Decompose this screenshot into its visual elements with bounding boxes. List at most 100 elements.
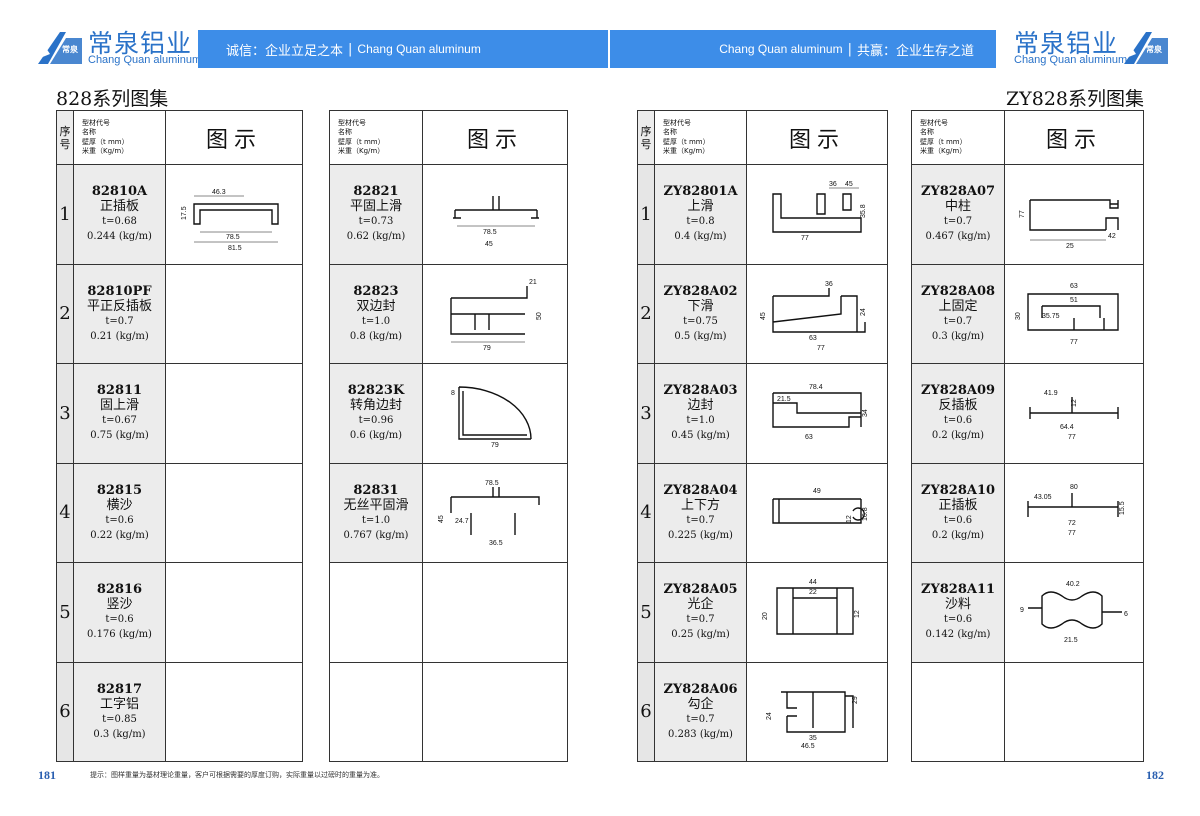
svg-text:78.5: 78.5 <box>485 480 499 487</box>
slogan-banner-left: 诚信：企业立足之本 | Chang Quan aluminum <box>198 30 608 68</box>
profile-name: 光企 <box>687 597 714 613</box>
profile-info: 82810A 正插板 t=0.68 0.244 (kg/m) <box>73 164 166 265</box>
svg-text:12: 12 <box>854 610 861 618</box>
footnote: 提示：图样重量为基材理论重量，客户可根据需要的厚度订购，实际重量以过磅时的重量为… <box>90 771 384 779</box>
column-header-figure: 图示 <box>746 110 888 165</box>
row-number: 5 <box>56 562 74 663</box>
profile-weight: 0.62 (kg/m) <box>346 231 406 243</box>
profile-code: ZY828A06 <box>663 681 738 697</box>
profile-name: 无丝平固滑 <box>343 497 409 513</box>
profile-code: 82810A <box>91 184 148 200</box>
page-number-right: 182 <box>1146 768 1164 782</box>
profile-code: 82831 <box>353 482 399 498</box>
profile-figure <box>165 661 303 762</box>
profile-thickness: t=0.73 <box>358 216 394 228</box>
profile-code: ZY828A07 <box>920 184 996 200</box>
profile-weight: 0.22 (kg/m) <box>90 529 149 541</box>
profile-thickness: t=0.7 <box>686 713 715 725</box>
profile-weight: 0.4 (kg/m) <box>674 231 727 243</box>
row-number: 6 <box>637 661 655 762</box>
column-header-info: 型材代号名称壁厚（t mm）米重（Kg/m） <box>654 110 747 165</box>
slogan-right-en: Chang Quan aluminum <box>719 42 843 56</box>
profile-weight: 0.5 (kg/m) <box>674 330 727 342</box>
svg-text:20: 20 <box>762 612 769 620</box>
profile-thickness: t=0.6 <box>943 415 973 427</box>
profile-info: ZY82801A 上滑 t=0.8 0.4 (kg/m) <box>654 164 747 265</box>
profile-code: ZY828A03 <box>663 383 738 399</box>
profile-name: 竖沙 <box>106 597 133 613</box>
profile-weight: 0.25 (kg/m) <box>671 629 730 641</box>
svg-text:36: 36 <box>829 181 837 188</box>
svg-text:21.5: 21.5 <box>777 396 791 403</box>
profile-thickness: t=1.0 <box>361 514 391 526</box>
logo-mark-text: 常泉 <box>62 45 78 54</box>
svg-text:46.3: 46.3 <box>212 189 226 196</box>
svg-text:17.5: 17.5 <box>181 207 188 221</box>
profile-name: 反插板 <box>938 398 978 414</box>
svg-text:44: 44 <box>809 579 817 586</box>
profile-code: 82823 <box>353 283 399 299</box>
row-number: 6 <box>56 661 74 762</box>
profile-code: 82823K <box>347 383 405 399</box>
column-header-info: 型材代号名称壁厚（t mm）米重（Kg/m） <box>911 110 1005 165</box>
table-row: 6 82817 工字铝 t=0.85 0.3 (kg/m) <box>56 661 303 762</box>
profile-cross-section-drawing: 46.317.578.581.5 <box>181 189 279 252</box>
svg-text:43.05: 43.05 <box>1034 494 1052 501</box>
profile-thickness: t=0.8 <box>686 216 715 228</box>
svg-text:72: 72 <box>1068 520 1076 527</box>
profile-thickness: t=0.7 <box>943 315 973 327</box>
empty-cell <box>911 661 1005 762</box>
svg-text:46.5: 46.5 <box>801 743 815 750</box>
profile-weight: 0.2 (kg/m) <box>931 430 985 442</box>
profile-weight: 0.244 (kg/m) <box>87 231 152 243</box>
row-number: 1 <box>56 164 74 265</box>
profile-weight: 0.3 (kg/m) <box>931 330 985 342</box>
table-row <box>329 562 568 663</box>
profile-info: ZY828A08 上固定 t=0.7 0.3 (kg/m) <box>911 263 1005 364</box>
profile-name: 平正反插板 <box>86 298 152 314</box>
svg-text:24.7: 24.7 <box>455 518 469 525</box>
profile-weight: 0.283 (kg/m) <box>668 728 733 740</box>
profile-info: ZY828A10 正插板 t=0.6 0.2 (kg/m) <box>911 462 1005 563</box>
profile-thickness: t=0.67 <box>102 415 137 427</box>
profile-name: 上滑 <box>687 199 714 215</box>
profile-code: ZY828A11 <box>920 582 996 598</box>
svg-text:78.5: 78.5 <box>483 229 497 236</box>
profile-table-2: 型材代号名称壁厚（t mm）米重（Kg/m）图示 82821 平固上滑 t=0.… <box>329 110 568 762</box>
table-header-row: 序号型材代号名称壁厚（t mm）米重（Kg/m）图示 <box>56 110 303 165</box>
row-number: 5 <box>637 562 655 663</box>
profile-name: 上下方 <box>680 497 720 513</box>
logo-mark-text: 常泉 <box>1146 45 1162 54</box>
profile-thickness: t=0.6 <box>943 514 973 526</box>
profile-thickness: t=0.75 <box>683 315 718 327</box>
profile-info: 82831 无丝平固滑 t=1.0 0.767 (kg/m) <box>329 462 423 563</box>
profile-info: 82823 双边封 t=1.0 0.8 (kg/m) <box>329 263 423 364</box>
svg-text:21.5: 21.5 <box>1064 637 1078 644</box>
profile-weight: 0.75 (kg/m) <box>90 430 149 442</box>
svg-text:25: 25 <box>1066 243 1074 250</box>
profile-weight: 0.21 (kg/m) <box>90 330 149 342</box>
empty-cell <box>329 661 423 762</box>
profile-name: 工字铝 <box>99 696 139 712</box>
profile-info: ZY828A05 光企 t=0.7 0.25 (kg/m) <box>654 562 747 663</box>
brand-name-en: Chang Quan aluminum <box>88 54 202 66</box>
brand-name-cn: 常泉铝业 <box>88 29 193 58</box>
profile-info: 82810PF 平正反插板 t=0.7 0.21 (kg/m) <box>73 263 166 364</box>
column-header-figure: 图示 <box>165 110 303 165</box>
profile-info: ZY828A09 反插板 t=0.6 0.2 (kg/m) <box>911 363 1005 464</box>
slogan-right-cn: 共赢：企业生存之道 <box>856 43 974 59</box>
profile-weight: 0.6 (kg/m) <box>349 430 403 442</box>
profile-name: 勾企 <box>687 696 714 712</box>
table-row: 5 82816 竖沙 t=0.6 0.176 (kg/m) <box>56 562 303 663</box>
svg-text:63: 63 <box>805 434 813 441</box>
svg-text:29: 29 <box>852 696 859 704</box>
svg-text:35.8: 35.8 <box>860 205 867 219</box>
